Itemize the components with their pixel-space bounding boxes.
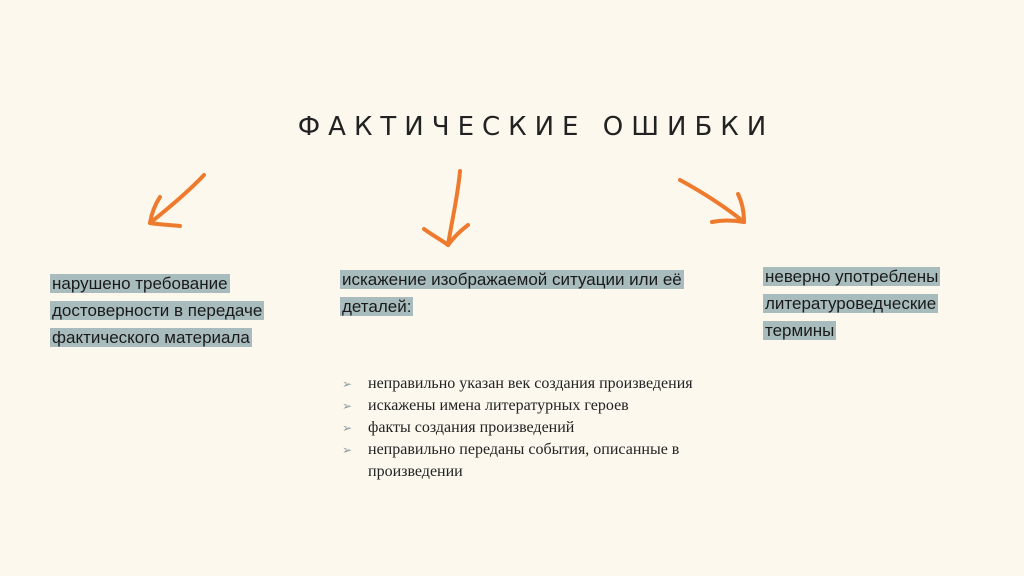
distortion-bullet-list: ➢неправильно указан век создания произве… bbox=[340, 373, 750, 483]
arrow-bullet-icon: ➢ bbox=[342, 377, 353, 391]
arrow-middle-icon bbox=[422, 169, 470, 247]
list-item: ➢неправильно переданы события, описанные… bbox=[342, 441, 680, 480]
arrow-left-icon bbox=[148, 173, 206, 228]
list-item: ➢неправильно указан век создания произве… bbox=[340, 373, 750, 395]
list-item: ➢искажены имена литературных героев bbox=[340, 395, 750, 417]
category-text: неверно употреблены литературоведческие … bbox=[763, 267, 941, 340]
arrow-bullet-icon: ➢ bbox=[342, 443, 353, 457]
arrow-bullet-icon: ➢ bbox=[342, 421, 353, 435]
category-box-distortion: искажение изображаемой ситуации или её д… bbox=[340, 266, 710, 320]
list-item: ➢факты создания произведений bbox=[340, 417, 750, 439]
category-box-terms: неверно употреблены литературоведческие … bbox=[763, 263, 973, 344]
category-text: нарушено требование достоверности в пере… bbox=[50, 274, 265, 347]
category-box-factual-accuracy: нарушено требование достоверности в пере… bbox=[50, 270, 290, 351]
category-text: искажение изображаемой ситуации или её д… bbox=[340, 270, 684, 316]
arrow-bullet-icon: ➢ bbox=[342, 399, 353, 413]
arrow-right-icon bbox=[678, 178, 746, 224]
diagram-title: ФАКТИЧЕСКИЕ ОШИБКИ bbox=[297, 112, 775, 142]
